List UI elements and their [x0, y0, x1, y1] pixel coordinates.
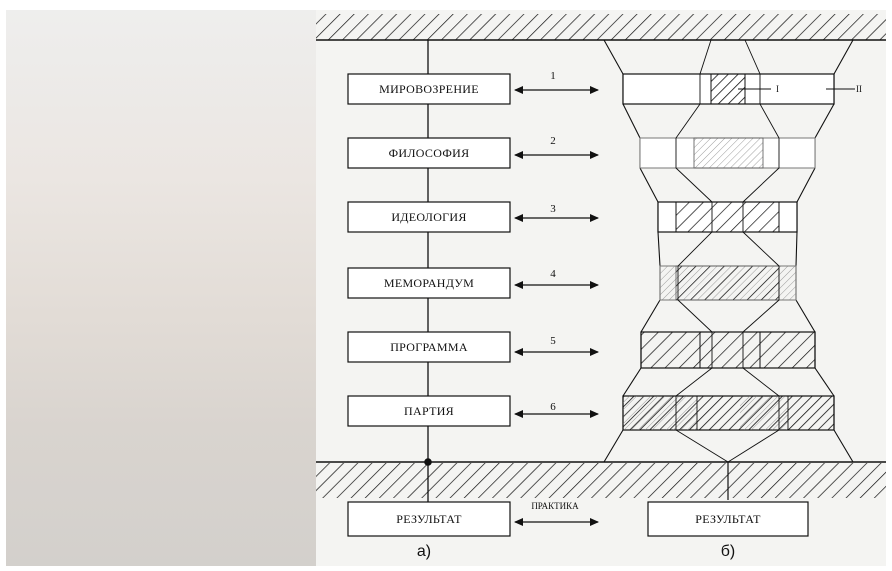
level-label-2: ФИЛОСОФИЯ: [389, 146, 470, 160]
marker-one: I: [738, 84, 779, 94]
band-5: [640, 331, 816, 369]
inner-lines: [675, 39, 780, 500]
practice-label: ПРАКТИКА: [531, 501, 579, 511]
caption-a: а): [417, 543, 431, 560]
arrow-number-2: 2: [550, 135, 556, 147]
result-label-right: РЕЗУЛЬТАТ: [695, 512, 761, 526]
level-box-6: ПАРТИЯ: [347, 395, 511, 427]
left-panel: МИРОВОЗРЕНИЕ ФИЛОСОФИЯ ИДЕОЛОГИЯ МЕМОРАН…: [347, 40, 511, 560]
level-box-4: МЕМОРАНДУМ: [347, 267, 511, 299]
caption-b: б): [721, 543, 736, 560]
bottom-hatched-band: [316, 461, 886, 498]
marker-one-label: I: [776, 84, 779, 94]
result-label-left: РЕЗУЛЬТАТ: [396, 512, 462, 526]
connectors: 1 2 3 4 5 6 ПРАКТИКА: [514, 70, 599, 526]
arrow-number-5: 5: [550, 335, 556, 347]
band-6: [622, 395, 835, 431]
junction-dot: [424, 458, 432, 466]
arrow-number-4: 4: [550, 268, 556, 280]
marker-two-label: II: [856, 84, 862, 94]
top-hatched-band: [316, 14, 886, 41]
right-panel: I II РЕЗУЛЬТАТ б): [603, 39, 862, 560]
level-box-5: ПРОГРАММА: [347, 331, 511, 363]
level-box-3: ИДЕОЛОГИЯ: [347, 201, 511, 233]
result-box-left: РЕЗУЛЬТАТ: [347, 501, 511, 537]
level-box-2: ФИЛОСОФИЯ: [347, 137, 511, 169]
result-box-right: РЕЗУЛЬТАТ: [647, 501, 809, 537]
level-label-4: МЕМОРАНДУМ: [384, 276, 474, 290]
arrow-number-3: 3: [550, 203, 556, 215]
band-3: [657, 201, 798, 233]
arrow-number-6: 6: [550, 401, 556, 413]
band-2: [639, 137, 816, 169]
marker-two: II: [826, 84, 862, 94]
band-4: [659, 265, 797, 301]
level-label-6: ПАРТИЯ: [404, 404, 454, 418]
level-label-3: ИДЕОЛОГИЯ: [391, 210, 466, 224]
level-label-1: МИРОВОЗРЕНИЕ: [379, 82, 479, 96]
outer-outline: [603, 39, 854, 463]
arrow-number-1: 1: [550, 70, 556, 82]
level-label-5: ПРОГРАММА: [390, 340, 468, 354]
level-box-1: МИРОВОЗРЕНИЕ: [347, 73, 511, 105]
band-1: [622, 73, 835, 105]
